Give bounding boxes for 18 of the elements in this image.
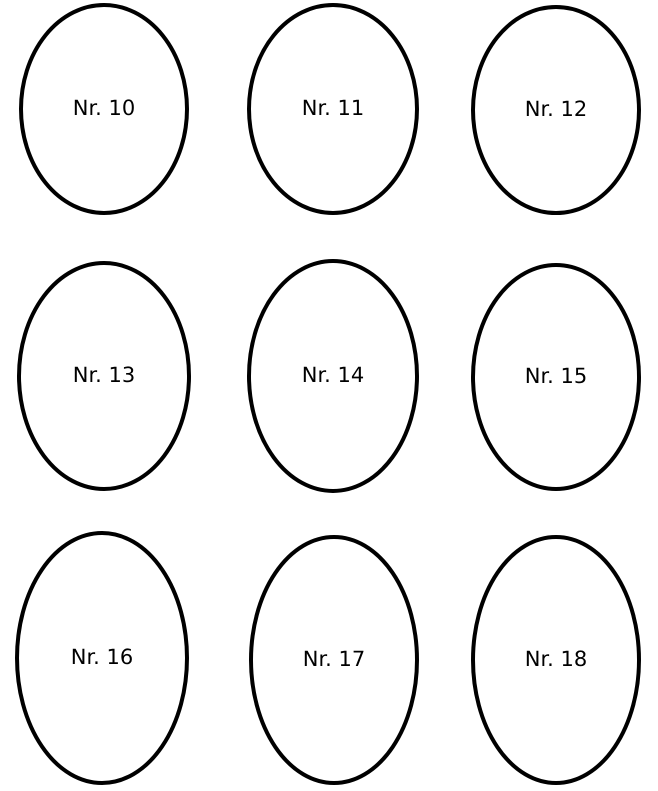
oval-label: Nr. 12 xyxy=(524,96,588,124)
oval-label: Nr. 17 xyxy=(302,646,366,674)
oval-label: Nr. 16 xyxy=(70,644,134,672)
oval xyxy=(248,534,420,786)
oval xyxy=(470,534,642,786)
oval xyxy=(14,530,190,786)
oval xyxy=(470,262,642,492)
oval xyxy=(246,258,420,494)
oval-label: Nr. 11 xyxy=(302,95,364,122)
oval-label: Nr. 13 xyxy=(72,362,136,390)
oval-label: Nr. 14 xyxy=(302,362,364,390)
oval xyxy=(18,2,190,216)
oval-label: Nr. 15 xyxy=(524,363,588,390)
oval-label: Nr. 18 xyxy=(524,646,588,674)
oval xyxy=(470,4,642,216)
oval xyxy=(16,260,192,492)
oval-label: Nr. 10 xyxy=(72,95,136,122)
oval xyxy=(246,2,420,216)
